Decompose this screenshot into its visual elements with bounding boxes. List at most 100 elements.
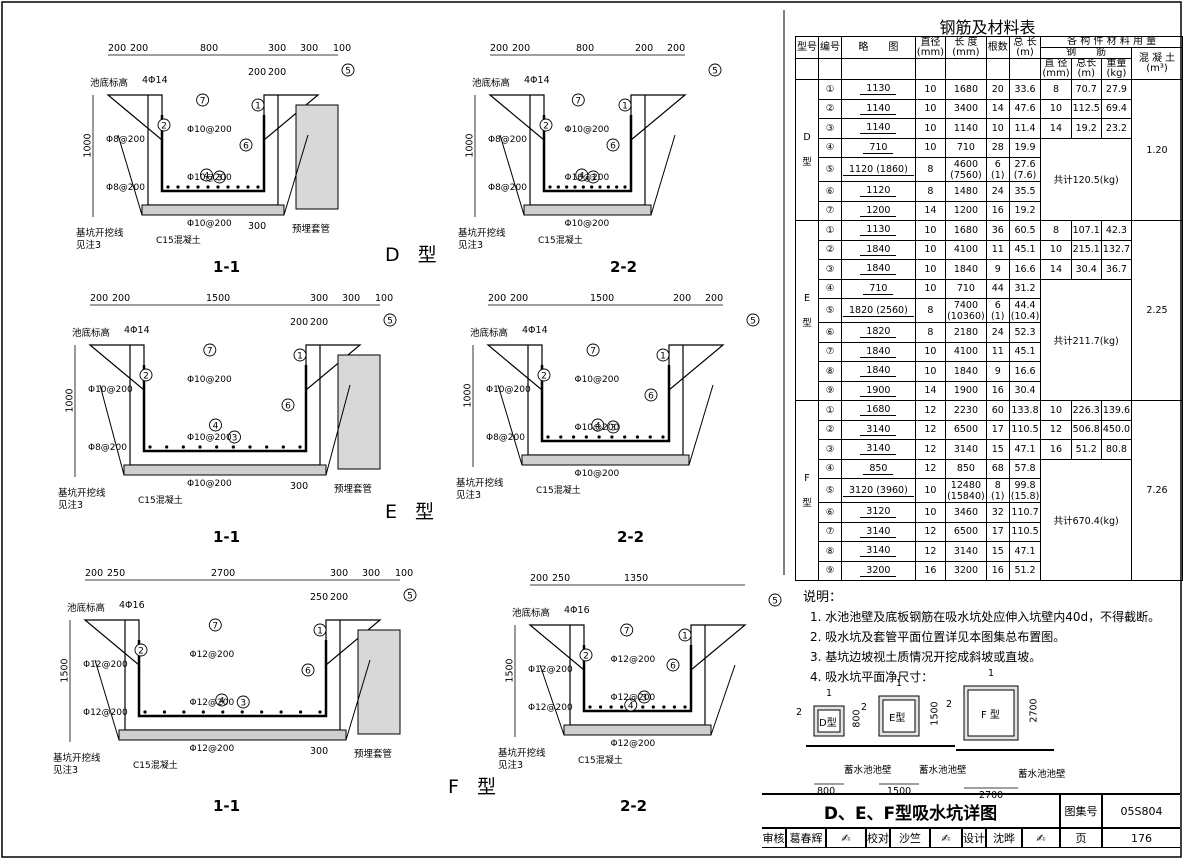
steel-diameter: 12 (1040, 419, 1072, 440)
rebar-dot (281, 445, 285, 449)
bar-total-length: 33.6 (1008, 79, 1042, 100)
haunch-right (668, 344, 725, 392)
bar-diameter: 14 (914, 380, 947, 401)
callout-circle (251, 98, 265, 112)
plan-sketch-0 (806, 705, 880, 785)
bar-count: 6 (1) (985, 157, 1010, 182)
label-bar-d-F: Φ12@200 (83, 660, 128, 670)
bar-count: 32 (985, 502, 1010, 523)
bar-total-length: 99.8 (15.8) (1008, 478, 1042, 503)
label-bar-d-D: Φ8@200 (488, 135, 527, 145)
label-excavation-F: 基坑开挖线 (498, 748, 546, 759)
callout-number: 7 (575, 97, 581, 107)
bar-number: ⑥ (818, 181, 842, 202)
bar-length: 4100 (945, 341, 987, 362)
dimension-F-6: 250 (310, 592, 329, 603)
haunch-left (528, 624, 585, 672)
bar-diameter: 8 (914, 298, 947, 323)
callout-number: 7 (200, 97, 206, 107)
callout-circle (134, 643, 148, 657)
callout-number: 3 (641, 694, 647, 704)
rebar-dot (226, 185, 230, 189)
reviewer-signature: ✍ (826, 828, 866, 848)
bar-count: 60 (985, 400, 1010, 421)
callout-number: 3 (590, 174, 596, 184)
bar-count: 16 (985, 560, 1010, 581)
bar-shape-sketch: 3140 (860, 546, 897, 558)
bar-shape-sketch: 3120 (3960) (843, 485, 914, 497)
rebar-dot (248, 445, 252, 449)
rebar-dot (651, 705, 655, 709)
callout-number: 6 (610, 142, 616, 152)
material-table: 型号编号略 图直径 (mm)长 度 (mm)根数总 长 (m)各 构 件 材 料… (795, 36, 1183, 581)
dimension-E-2: 1500 (206, 293, 231, 304)
section-d-1-1: 1-1 (213, 258, 241, 276)
label-top-bar-D: 4Φ14 (142, 75, 168, 86)
dimension-F-3: 300 (330, 568, 349, 579)
table-title: 钢筋及材料表 (939, 18, 1036, 37)
bar-length: 1140 (945, 118, 987, 139)
excavation-line-right (688, 384, 714, 466)
c15-base (563, 724, 712, 736)
rebar-dot (236, 185, 240, 189)
excavation-line-right (283, 134, 309, 216)
rebar-dot (598, 185, 602, 189)
bar-length: 3200 (945, 560, 987, 581)
designer-signature: ✍ (1022, 828, 1060, 848)
bar-shape-sketch: 1140 (860, 103, 897, 115)
rebar-dot (590, 185, 594, 189)
bar-shape-sketch: 1120 (1860) (843, 164, 914, 176)
bar-shape-sketch: 3140 (860, 444, 897, 456)
bar-shape-sketch: 3120 (860, 507, 897, 519)
bar-sketch: 1120 (841, 181, 916, 202)
pit-inner-outline (137, 640, 328, 718)
bar-length: 7400 (10360) (945, 298, 987, 323)
dimension-F-5: 100 (395, 568, 414, 579)
dimension-D-4: 200 (667, 43, 686, 54)
header-spacer (914, 58, 947, 80)
plan-section-mark-1: 1 (826, 688, 833, 699)
bar-count: 15 (985, 541, 1010, 562)
bar-total-length: 110.5 (1008, 419, 1042, 440)
rebar-dot (597, 435, 601, 439)
header-type: 型号 (795, 36, 819, 59)
callout-circle (213, 170, 226, 184)
bar-length: 4600 (7560) (945, 157, 987, 182)
label-bar-d-D: Φ8@200 (106, 135, 145, 145)
bar-shape-sketch: 1140 (860, 123, 897, 135)
label-bar-e-D: Φ10@200 (564, 125, 610, 135)
pit-inner-outline (142, 365, 308, 453)
bar-number: ⑦ (818, 521, 842, 542)
bar-count: 24 (985, 181, 1010, 202)
label-c15-E: C15混凝土 (536, 486, 581, 496)
note-item: 3. 基坑边坡视土质情况开挖成斜坡或直坡。 (810, 650, 1042, 664)
bar-diameter: 10 (914, 220, 947, 241)
dimension-F-0: 200 (530, 573, 549, 584)
bar-count: 9 (985, 259, 1010, 280)
bar-diameter: 10 (914, 259, 947, 280)
bar-length: 6500 (945, 419, 987, 440)
label-pool-bottom-F: 池底标高 (512, 608, 551, 619)
steel-total-length: 19.2 (1070, 118, 1102, 139)
callout-circle (341, 63, 355, 77)
steel-diameter: 10 (1040, 98, 1072, 119)
rebar-dot (246, 185, 250, 189)
callout-circle (383, 313, 397, 327)
c15-base (118, 729, 347, 741)
dimension-D-3: 200 (635, 43, 654, 54)
bar-number: ④ (818, 137, 842, 158)
dimension-F-7: 200 (330, 592, 349, 603)
review-label: 审核 (762, 828, 786, 848)
label-c15-D: C15混凝土 (538, 236, 583, 246)
bar-total-length: 16.6 (1008, 361, 1042, 382)
excavation-line-left (117, 134, 143, 216)
bar-total-length: 47.6 (1008, 98, 1042, 119)
dimension-F-1: 250 (552, 573, 571, 584)
